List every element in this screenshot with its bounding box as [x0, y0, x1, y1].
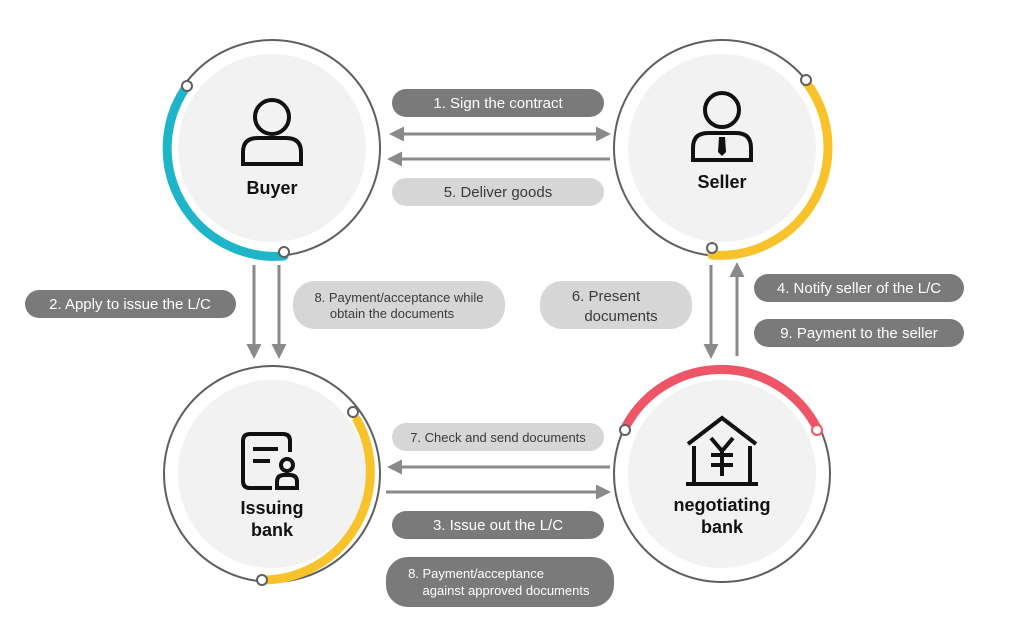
- step-2-label: 2. Apply to issue the L/C: [49, 296, 211, 313]
- step-5-pill: 5. Deliver goods: [392, 178, 604, 206]
- step-3-pill: 3. Issue out the L/C: [392, 511, 604, 539]
- issuing-bank-node: Issuing bank: [163, 365, 381, 586]
- issuing-bank-ring-dot-bottom: [256, 574, 268, 586]
- buyer-ring-dot-top: [181, 80, 193, 92]
- buyer-accent-arc: [162, 81, 289, 261]
- step-8b-label-line1: 8. Payment/acceptance: [408, 566, 544, 581]
- person-icon: [241, 98, 303, 166]
- seller-label: Seller: [697, 172, 746, 192]
- issuing-bank-disc: [178, 380, 366, 568]
- step-5-label: 5. Deliver goods: [444, 184, 552, 201]
- step-1-label: 1. Sign the contract: [433, 95, 563, 112]
- step-3-label: 3. Issue out the L/C: [433, 517, 563, 534]
- step-9-pill: 9. Payment to the seller: [754, 319, 964, 347]
- step-6-label-line2: documents: [584, 308, 657, 325]
- step-8b-pill: 8. Payment/acceptance against approved d…: [386, 557, 614, 607]
- step-9-label: 9. Payment to the seller: [780, 325, 938, 342]
- step-8a-pill: 8. Payment/acceptance while obtain the d…: [293, 281, 505, 329]
- seller-node: Seller: [613, 39, 833, 260]
- step-2-pill: 2. Apply to issue the L/C: [25, 290, 236, 318]
- negotiating-bank-ring-dot-left: [619, 424, 631, 436]
- seller-accent-arc: [707, 77, 833, 260]
- seller-ring-dot-bottom: [706, 242, 718, 254]
- step-8b-label-line2: against approved documents: [423, 583, 590, 598]
- bank-yen-icon: [686, 415, 758, 486]
- negotiating-bank-label-line2: bank: [701, 517, 744, 537]
- buyer-disc: [178, 54, 366, 242]
- negotiating-bank-ring-dot-right: [811, 424, 823, 436]
- negotiating-bank-accent-arc: [620, 364, 822, 433]
- step-7-pill: 7. Check and send documents: [392, 423, 604, 451]
- issuing-bank-label-line1: Issuing: [240, 498, 303, 518]
- step-6-label-line1: 6. Present: [572, 288, 641, 305]
- seller-ring-dot-top: [800, 74, 812, 86]
- buyer-ring-dot-bottom: [278, 246, 290, 258]
- step-8a-label-line1: 8. Payment/acceptance while: [314, 290, 483, 305]
- negotiating-bank-node: negotiating bank: [613, 364, 831, 583]
- step-7-label: 7. Check and send documents: [410, 430, 586, 445]
- step-8a-label-line2: obtain the documents: [330, 306, 455, 321]
- step-6-pill: 6. Present documents: [540, 281, 692, 329]
- buyer-node: Buyer: [162, 39, 381, 261]
- step-4-pill: 4. Notify seller of the L/C: [754, 274, 964, 302]
- issuing-bank-ring-dot-top: [347, 406, 359, 418]
- issuing-bank-accent-arc: [257, 415, 375, 585]
- flow-arrows: [246, 126, 745, 500]
- negotiating-bank-label-line1: negotiating: [674, 495, 771, 515]
- buyer-label: Buyer: [246, 178, 297, 198]
- issuing-bank-label-line2: bank: [251, 520, 294, 540]
- step-4-label: 4. Notify seller of the L/C: [777, 280, 941, 297]
- step-1-pill: 1. Sign the contract: [392, 89, 604, 117]
- businessman-icon: [691, 91, 753, 162]
- document-person-icon: [241, 432, 299, 490]
